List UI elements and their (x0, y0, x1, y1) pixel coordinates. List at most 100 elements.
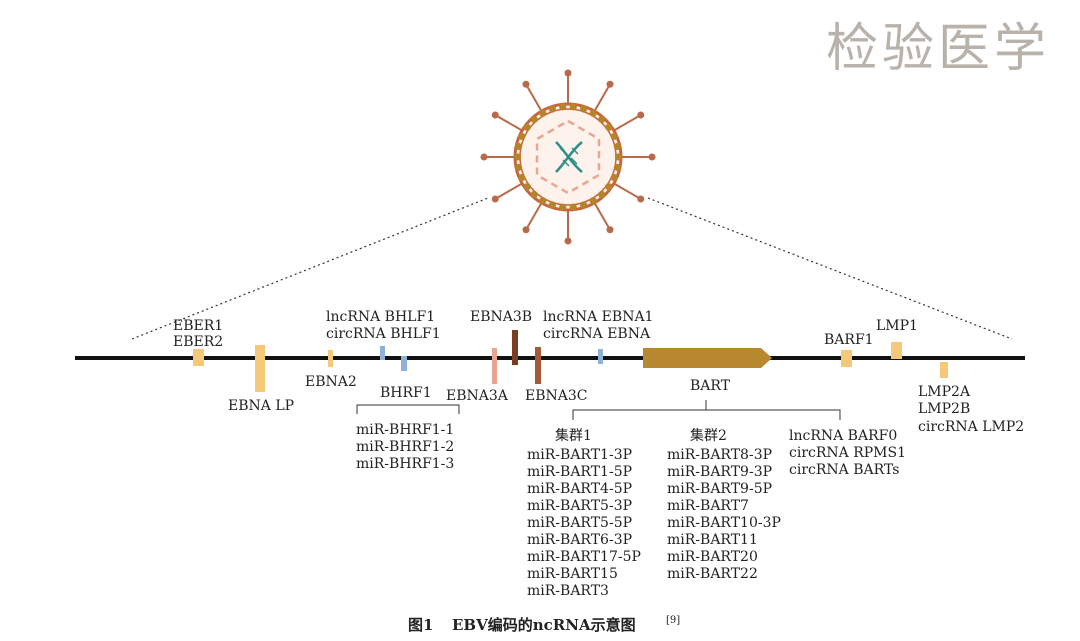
virion-spike-tip (606, 226, 614, 234)
virion-bead (523, 183, 531, 191)
bhrf1-block (401, 356, 407, 371)
cluster1-item: miR-BART4-5P (527, 481, 632, 497)
virion-bead (610, 173, 618, 182)
bart-bracket (572, 409, 841, 420)
zoom-line-left (131, 197, 489, 340)
label-lmp2a: LMP2A (918, 384, 971, 400)
virion-bead (605, 123, 613, 131)
label-bhrf1: BHRF1 (380, 385, 432, 401)
label-barf1: BARF1 (824, 332, 874, 348)
dna-helix-icon (555, 141, 583, 173)
label-circrna-bhlf1: circRNA BHLF1 (326, 326, 441, 342)
virion-spike-tip (480, 153, 488, 161)
label-circrna-ebna: circRNA EBNA (543, 326, 651, 342)
eber-block (193, 349, 204, 366)
virion-bead (515, 142, 523, 151)
label-ebna3b: EBNA3B (470, 309, 532, 325)
virion-bead (518, 132, 526, 141)
virion-spike (525, 83, 543, 112)
virion-bead (548, 105, 556, 113)
virion-spike-tip (491, 111, 499, 119)
lmp1-block (891, 342, 902, 359)
figure-caption-label: 图1 (408, 616, 433, 634)
figure-caption-text: EBV编码的ncRNA示意图 (452, 616, 636, 634)
ebna1-block (598, 349, 603, 364)
cluster2-item: miR-BART9-3P (667, 464, 772, 480)
ebna3c-block (535, 347, 541, 384)
virion-bead (559, 203, 567, 211)
virion-bead (530, 190, 538, 199)
cluster2-item: miR-BART10-3P (667, 515, 781, 531)
virion-bead (523, 123, 531, 131)
virion-spike (613, 114, 642, 132)
cluster1-item: miR-BART1-3P (527, 447, 632, 463)
ebv-virion-icon (480, 69, 656, 245)
virion-bead (580, 201, 588, 209)
cluster1-list: miR-BART1-3P miR-BART1-5P miR-BART4-5P m… (527, 447, 641, 599)
ebna2-block (328, 350, 333, 367)
virion-spike (613, 182, 642, 200)
virion-spike-tip (564, 237, 572, 245)
virion-spike (593, 202, 611, 231)
label-bart: BART (690, 378, 731, 394)
virion-bead (569, 103, 577, 111)
virion-bead (539, 109, 547, 117)
virion-bead (548, 201, 556, 209)
virion-spike (494, 114, 523, 132)
cluster2-item: miR-BART11 (667, 532, 758, 548)
watermark-text: 检验医学 (826, 19, 1050, 79)
virion-glycoprotein-ring (513, 103, 623, 211)
virion-bead (559, 103, 567, 111)
bhrf1-mirna-2: miR-BHRF1-2 (356, 439, 454, 455)
bart-arrow-block (643, 348, 772, 368)
virion-bead (580, 105, 588, 113)
cluster2-item: miR-BART20 (667, 549, 758, 565)
cluster2-title: 集群2 (690, 427, 727, 444)
virion-bead (614, 153, 623, 161)
bart-other-lncrna-barf0: lncRNA BARF0 (789, 428, 897, 444)
virion-bead (513, 153, 522, 161)
cluster1-item: miR-BART15 (527, 566, 618, 582)
ebna-lp-block (255, 345, 265, 392)
label-lmp2b: LMP2B (918, 401, 970, 417)
label-ebna2: EBNA2 (305, 374, 357, 390)
cluster2-list: miR-BART8-3P miR-BART9-3P miR-BART9-5P m… (667, 447, 781, 582)
cluster1-title: 集群1 (555, 427, 592, 444)
cluster2-item: miR-BART8-3P (667, 447, 772, 463)
virion-bead (605, 183, 613, 191)
bhrf1-mirna-1: miR-BHRF1-1 (356, 422, 454, 438)
virion-spike-tip (564, 69, 572, 77)
virion-bead (613, 163, 621, 172)
cluster2-item: miR-BART7 (667, 498, 749, 514)
virion-bead (610, 132, 618, 141)
zoom-line-right (647, 197, 1013, 340)
cluster1-item: miR-BART17-5P (527, 549, 641, 565)
bhrf1-bracket (356, 404, 460, 414)
virion-bead (539, 197, 547, 205)
cluster2-item: miR-BART22 (667, 566, 758, 582)
virion-bead (613, 142, 621, 151)
barf1-block (841, 350, 852, 367)
virion-bead (598, 115, 606, 124)
virion-spike-tip (648, 153, 656, 161)
ebna3a-block (492, 348, 497, 384)
lmp2-block (940, 362, 948, 378)
label-ebna3a: EBNA3A (446, 388, 509, 404)
cluster1-item: miR-BART6-3P (527, 532, 632, 548)
figure-caption-ref: [9] (666, 615, 680, 626)
label-lncrna-ebna1: lncRNA EBNA1 (543, 309, 653, 325)
virion-spike (494, 182, 523, 200)
virion-spike-tip (491, 195, 499, 203)
cluster1-item: miR-BART5-3P (527, 498, 632, 514)
ebna3b-block (512, 330, 518, 365)
label-eber1: EBER1 (173, 318, 223, 334)
virion-spike-tip (637, 111, 645, 119)
virion-spike (525, 202, 543, 231)
virion-spike-tip (522, 80, 530, 88)
label-eber2: EBER2 (173, 334, 223, 350)
virion-bead (589, 197, 597, 205)
virion-spike (593, 83, 611, 112)
cluster1-item: miR-BART3 (527, 583, 609, 599)
